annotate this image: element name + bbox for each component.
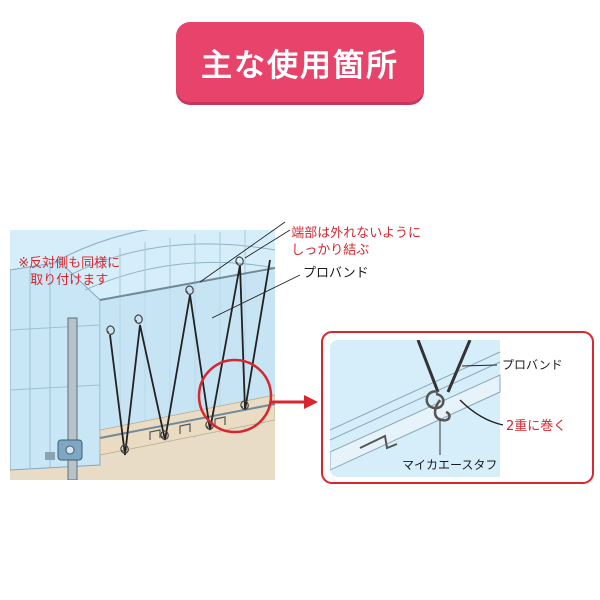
zoom-circle-icon [197,358,273,434]
tie-ends-line-1: 端部は外れないように [291,226,422,241]
note-line-1: ※反対側も同様に [18,256,121,271]
pp-band-label-detail: プロバンド [502,358,563,372]
greenhouse-scene [10,230,275,480]
note-both-sides-2: 取り付けます [22,255,108,289]
tie-ends-note: 端部は外れないように [283,208,421,242]
tie-ends-note-2: しっかり結ぶ [283,225,369,259]
product-name-label: マイカエースタフ [402,458,498,472]
title-banner: 主な使用箇所 [176,22,424,102]
note-line-2: 取り付けます [30,273,109,288]
pp-band-label-main: プロバンド [303,266,369,281]
tie-ends-line-2: しっかり結ぶ [291,243,370,258]
note-both-sides: ※反対側も同様に [10,238,120,272]
double-wrap-label: 2重に巻く [506,419,567,434]
page-title: 主な使用箇所 [201,47,399,84]
